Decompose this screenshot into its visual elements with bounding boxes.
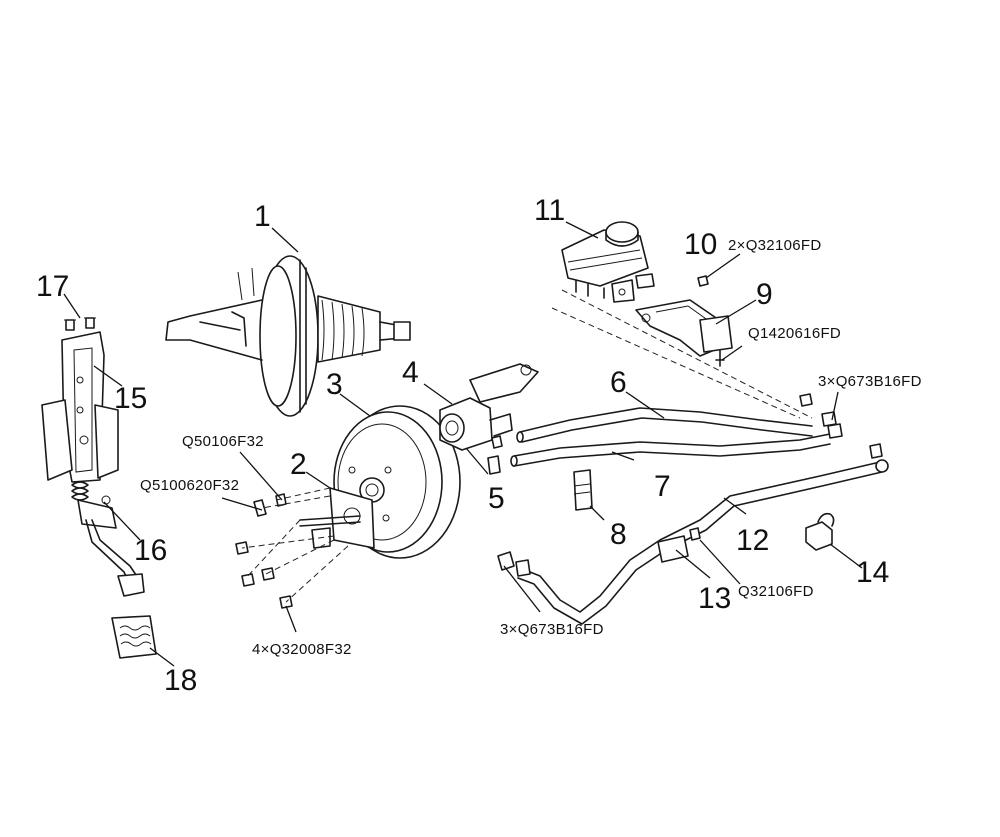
callout-5: 5 [488, 482, 505, 515]
callout-16: 16 [134, 534, 167, 567]
vacuum-booster-1 [165, 255, 411, 417]
callout-11: 11 [534, 194, 565, 227]
callout-6: 6 [610, 366, 627, 399]
callout-18: 18 [164, 664, 197, 697]
leader-lines [63, 221, 863, 667]
callout-15: 15 [114, 382, 147, 415]
vacuum-hoses-6-7 [510, 393, 843, 467]
callout-17: 17 [36, 270, 69, 303]
callout-1: 1 [254, 200, 271, 233]
callout-4: 4 [402, 356, 419, 389]
callout-13: 13 [698, 582, 731, 615]
fluid-reservoir-11 [561, 221, 655, 303]
callout-8: 8 [610, 518, 627, 551]
callout-14: 14 [856, 556, 889, 589]
check-valve-14 [805, 512, 835, 551]
code-q5100620f32: Q5100620F32 [140, 477, 239, 494]
callout-12: 12 [736, 524, 769, 557]
code-10: 2×Q32106FD [728, 237, 821, 254]
callout-7: 7 [654, 470, 671, 503]
brake-pedal-assembly [41, 317, 157, 659]
callout-2: 2 [290, 448, 307, 481]
code-q50106f32: Q50106F32 [182, 433, 264, 450]
callout-3: 3 [326, 368, 343, 401]
master-cylinder-4 [439, 363, 539, 475]
assembly-guide-lines [241, 289, 813, 603]
code-3x-bottom: 3×Q673B16FD [500, 621, 604, 638]
code-9: Q1420616FD [748, 325, 841, 342]
code-4x-q32008f32: 4×Q32008F32 [252, 641, 352, 658]
callout-9: 9 [756, 278, 773, 311]
callout-10: 10 [684, 228, 717, 261]
code-6: 3×Q673B16FD [818, 373, 922, 390]
reservoir-bracket-9 [635, 275, 733, 367]
fasteners-left [235, 493, 293, 609]
code-13: Q32106FD [738, 583, 814, 600]
hose-clip-8 [573, 469, 593, 511]
vacuum-pipe-12 [497, 443, 889, 625]
